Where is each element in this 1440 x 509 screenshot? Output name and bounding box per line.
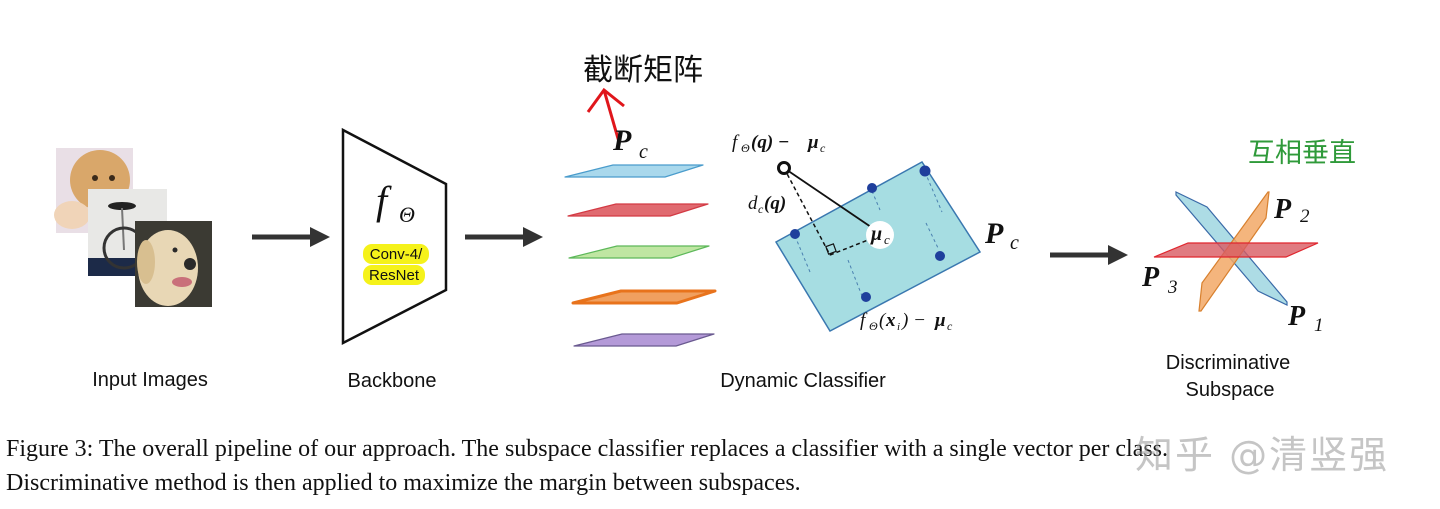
query-point (777, 161, 791, 175)
plane-p3 (1153, 242, 1319, 258)
svg-text:d: d (748, 193, 758, 214)
svg-text:P: P (1273, 194, 1292, 225)
support-point (919, 165, 931, 177)
backbone-subscript: Θ (399, 202, 415, 227)
svg-text:3: 3 (1167, 277, 1178, 298)
distance-label: d c (q) (748, 193, 786, 216)
figure-caption: Figure 3: The overall pipeline of our ap… (6, 432, 1426, 500)
support-point (861, 292, 871, 302)
svg-text:μ: μ (807, 132, 819, 153)
backbone-tag-highlight (363, 265, 425, 285)
svg-text:(q) −: (q) − (751, 132, 794, 153)
subspace-plane-blue (564, 164, 704, 178)
svg-text:Θ: Θ (741, 141, 750, 155)
discriminative-label-line1: Discriminative (1166, 352, 1290, 374)
svg-text:f: f (860, 310, 868, 331)
svg-text:x: x (885, 310, 896, 331)
stack-label-P: P (612, 124, 632, 157)
plane-p1-label: P 1 (1287, 301, 1324, 336)
subspace-plane-green (568, 245, 710, 259)
caption-line-1: Figure 3: The overall pipeline of our ap… (6, 436, 1169, 462)
discriminative-label-line2: Subspace (1186, 379, 1275, 401)
red-arrow-icon (586, 87, 625, 143)
dog-image (135, 221, 212, 307)
stack-label-sub: c (639, 141, 648, 163)
svg-text:μ: μ (934, 310, 946, 331)
subspace-plane-purple (573, 333, 715, 347)
backbone-tag-highlight (363, 244, 429, 264)
svg-text:P: P (1141, 262, 1160, 293)
subspace-stack (564, 164, 717, 347)
mean-label: μ (870, 223, 882, 245)
backbone-label: Backbone (348, 370, 437, 392)
svg-text:i: i (897, 321, 900, 333)
svg-text:f: f (732, 132, 740, 153)
query-label: f Θ (q) − μ c (732, 132, 826, 155)
support-points (790, 165, 945, 302)
caption-line-2: Discriminative method is then applied to… (6, 470, 801, 496)
truncated-matrix-annotation: 截断矩阵 (583, 53, 703, 88)
subspace-plane-orange (571, 289, 717, 305)
svg-text:c: c (1010, 232, 1019, 254)
plane-label: P c (984, 217, 1019, 254)
support-point (935, 251, 945, 261)
svg-text:) −: ) − (901, 310, 931, 331)
backbone-block: f Θ Conv-4/ ResNet (341, 127, 448, 346)
input-images (54, 148, 212, 307)
svg-text:c: c (947, 319, 953, 333)
svg-text:Θ: Θ (869, 319, 878, 333)
support-point (867, 183, 877, 193)
svg-text:P: P (1287, 301, 1306, 332)
svg-text:(q): (q) (764, 193, 786, 214)
svg-text:(: ( (879, 310, 887, 331)
plane-p2-label: P 2 (1273, 194, 1310, 227)
discriminative-subspaces (1153, 191, 1319, 312)
plane-p3-label: P 3 (1141, 262, 1178, 298)
perpendicular-annotation: 互相垂直 (1248, 138, 1356, 169)
svg-text:2: 2 (1300, 206, 1310, 227)
svg-text:1: 1 (1314, 315, 1324, 336)
mean-point (866, 221, 894, 249)
support-label: f Θ ( x i ) − μ c (860, 310, 953, 333)
backbone-tag-line2: ResNet (369, 267, 420, 284)
support-point (790, 229, 800, 239)
svg-text:c: c (820, 141, 826, 155)
dynamic-classifier: μ c f Θ (q) − μ c d c (q) P c f Θ ( x i … (732, 132, 1019, 333)
dynamic-classifier-label: Dynamic Classifier (720, 370, 886, 392)
mean-label-sub: c (884, 232, 890, 247)
backbone-tag-line1: Conv-4/ (370, 246, 423, 263)
input-images-label: Input Images (92, 369, 208, 391)
svg-text:c: c (758, 202, 764, 216)
subspace-plane-red (567, 203, 709, 217)
svg-text:P: P (984, 217, 1004, 250)
pipeline-figure: Input Images f Θ Conv-4/ ResNet Backbone… (54, 53, 1356, 401)
